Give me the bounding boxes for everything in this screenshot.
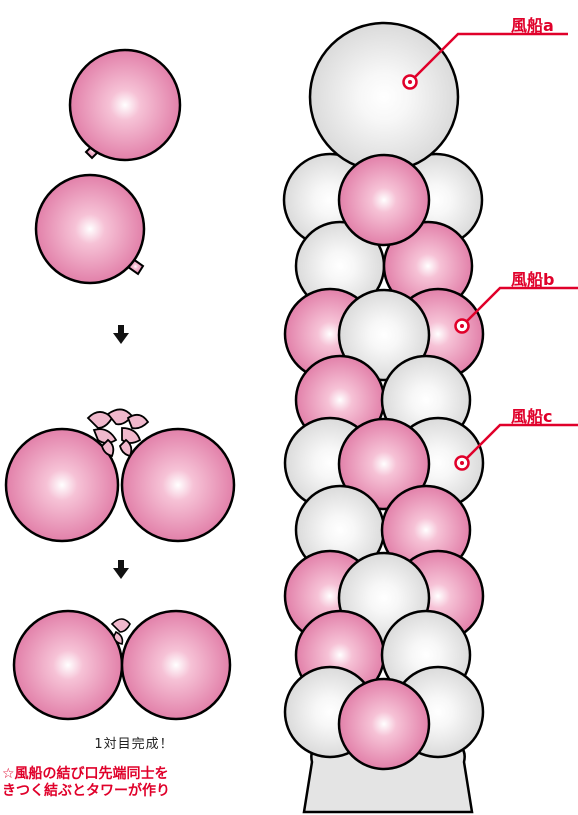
single-balloon-top [70, 50, 180, 160]
completion-caption: 1対目完成！ [64, 733, 204, 752]
tied-balloon-pair [6, 409, 234, 541]
label-balloon-c: 風船c [511, 403, 553, 427]
balloon-a [310, 23, 458, 171]
arrow-down-icon [113, 560, 129, 579]
arrow-down-icon [113, 325, 129, 344]
balloon-tower [284, 23, 483, 812]
label-balloon-a: 風船a [511, 12, 554, 36]
single-balloon-bottom [36, 175, 144, 283]
completed-balloon-pair [14, 611, 230, 719]
instruction-note-line2: きつく結ぶとタワーが作り [2, 783, 302, 800]
instruction-note-line1: ☆風船の結び口先端同士を [2, 766, 302, 783]
label-balloon-b: 風船b [511, 266, 554, 290]
instruction-note: ☆風船の結び口先端同士を きつく結ぶとタワーが作り [2, 766, 302, 800]
